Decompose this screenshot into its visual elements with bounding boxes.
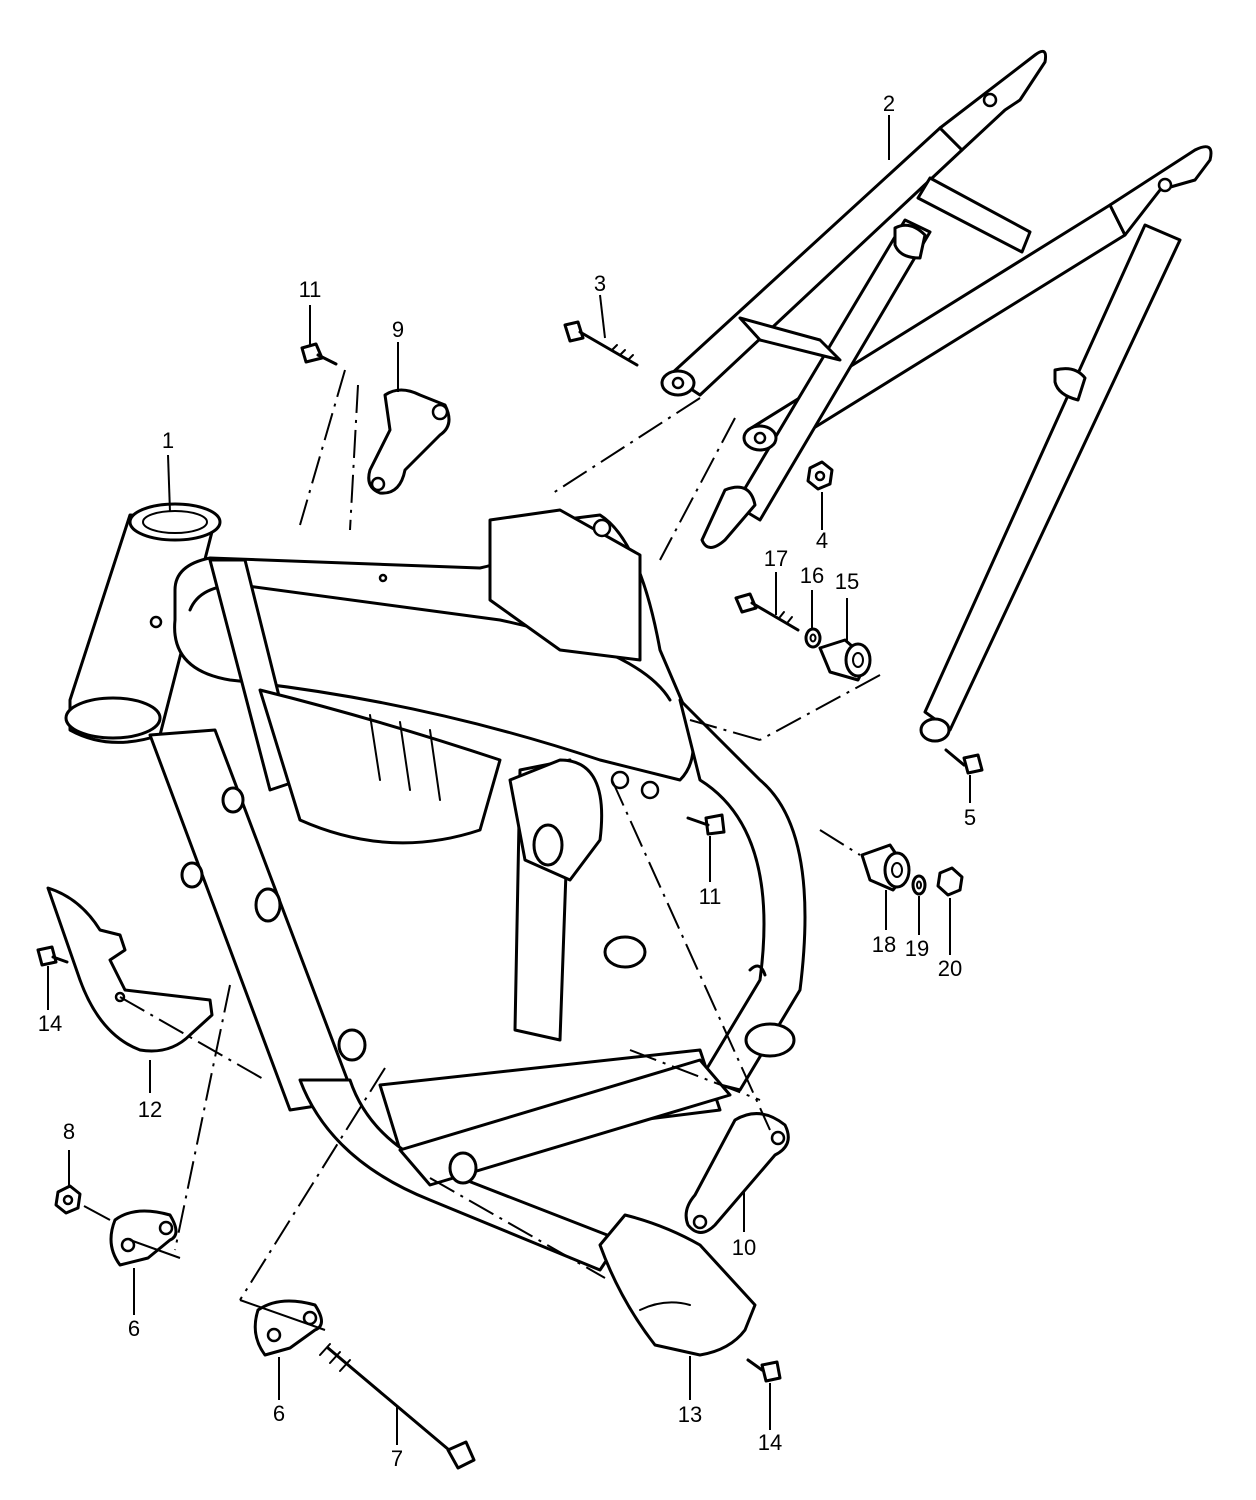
callout-15: 15 bbox=[834, 569, 860, 594]
assembly-lines bbox=[83, 369, 881, 1331]
bushing-icon bbox=[818, 638, 872, 682]
rear-subframe-icon bbox=[660, 49, 1213, 743]
washer-icon bbox=[804, 627, 822, 649]
callout-13: 13 bbox=[677, 1402, 703, 1427]
callout-11-upper: 11 bbox=[298, 277, 322, 302]
callout-4: 4 bbox=[815, 528, 829, 553]
bolt-icon bbox=[746, 1358, 782, 1383]
callout-16: 16 bbox=[799, 563, 825, 588]
bracket-icon bbox=[253, 1299, 323, 1357]
callout-12: 12 bbox=[137, 1097, 163, 1122]
callout-19: 19 bbox=[904, 936, 930, 961]
callout-7: 7 bbox=[390, 1446, 404, 1471]
nut-icon bbox=[806, 460, 834, 491]
bolt-icon bbox=[734, 592, 800, 632]
callout-leaders bbox=[47, 115, 971, 1445]
bolt-icon bbox=[686, 813, 726, 836]
bolt-icon bbox=[563, 320, 639, 367]
callout-3: 3 bbox=[593, 271, 607, 296]
nut-icon bbox=[54, 1184, 82, 1215]
callout-18: 18 bbox=[871, 932, 897, 957]
bushing-icon bbox=[860, 843, 911, 892]
guard-icon bbox=[46, 886, 214, 1053]
callout-9: 9 bbox=[391, 317, 405, 342]
callout-6-lower: 6 bbox=[272, 1401, 286, 1426]
bracket-icon bbox=[109, 1209, 178, 1267]
callout-14-left: 14 bbox=[37, 1011, 63, 1036]
bracket-icon bbox=[367, 388, 451, 495]
long-bolt-icon bbox=[319, 1343, 476, 1470]
callout-14-lower: 14 bbox=[757, 1430, 783, 1455]
callout-10: 10 bbox=[731, 1235, 757, 1260]
callout-17: 17 bbox=[763, 546, 789, 571]
bracket-icon bbox=[684, 1112, 790, 1234]
washer-icon bbox=[911, 874, 927, 896]
callout-6-upper: 6 bbox=[127, 1316, 141, 1341]
nut-icon bbox=[936, 866, 964, 897]
callout-8: 8 bbox=[62, 1119, 76, 1144]
main-frame-icon bbox=[64, 502, 807, 1272]
callout-1: 1 bbox=[161, 428, 175, 453]
callout-5: 5 bbox=[963, 805, 977, 830]
guard-icon bbox=[598, 1213, 757, 1357]
callout-20: 20 bbox=[937, 956, 963, 981]
bolt-icon bbox=[300, 342, 338, 366]
callout-2: 2 bbox=[882, 91, 896, 116]
callout-11-lower: 11 bbox=[698, 884, 722, 909]
bolt-icon bbox=[944, 748, 984, 775]
bolt-icon bbox=[36, 945, 69, 967]
